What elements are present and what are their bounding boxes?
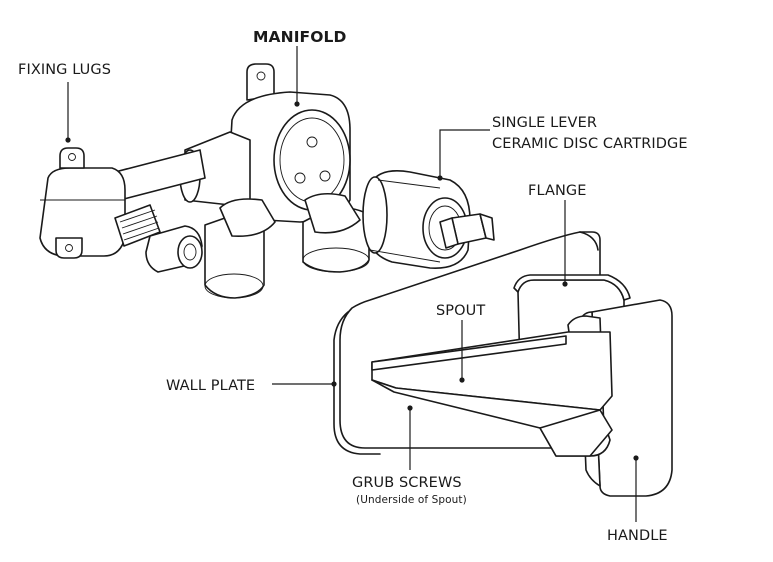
manifold <box>179 63 370 299</box>
spout-label: SPOUT <box>436 303 485 319</box>
ceramic-disc-cartridge <box>362 170 495 269</box>
fixing-lugs-label: FIXING LUGS <box>18 62 111 78</box>
leader-lines <box>65 46 639 522</box>
ceramic-disc-cartridge-label: CERAMIC DISC CARTRIDGE <box>492 136 688 152</box>
grub-screws-label: GRUB SCREWS <box>352 475 462 491</box>
handle-label: HANDLE <box>607 528 668 544</box>
single-lever-label: SINGLE LEVER <box>492 115 597 131</box>
grub-screws-note: (Underside of Spout) <box>356 494 467 506</box>
flange-label: FLANGE <box>528 183 587 199</box>
spout <box>371 331 613 457</box>
wall-plate-label: WALL PLATE <box>166 378 255 394</box>
manifold-label: MANIFOLD <box>253 28 347 46</box>
inlet-arm <box>39 147 206 273</box>
